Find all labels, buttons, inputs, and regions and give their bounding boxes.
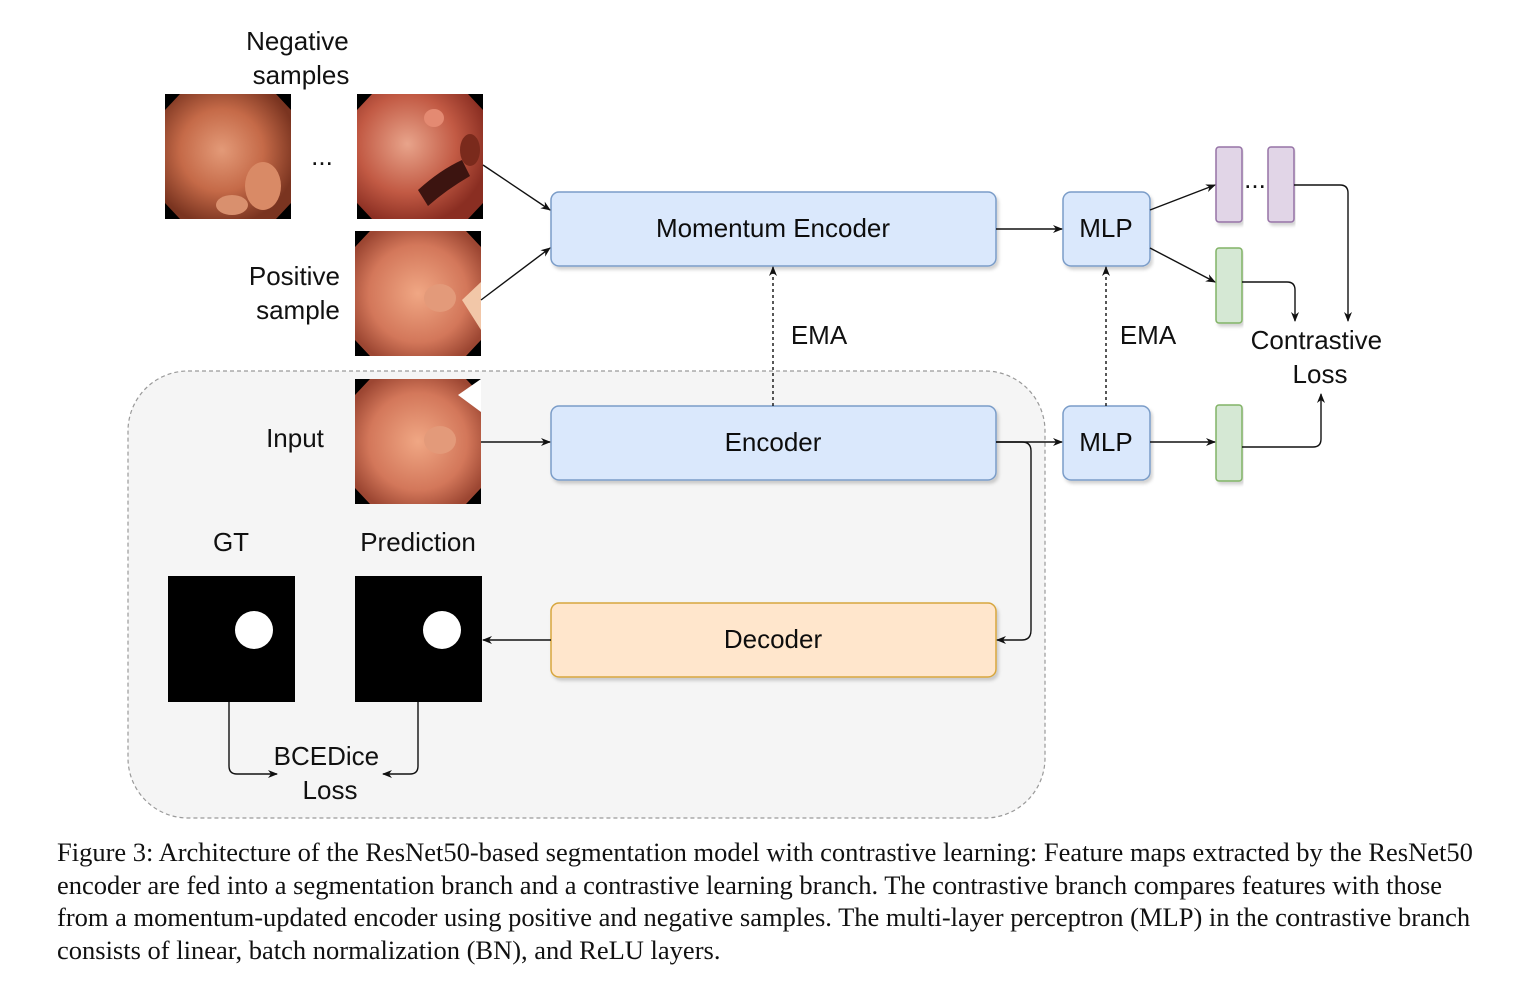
prediction-label: Prediction [360,527,476,557]
arrow-prediction-to-loss [382,702,419,778]
svg-text:MLP: MLP [1079,427,1132,457]
arrow-negatives-to-loss [1294,184,1352,322]
svg-text:MLP: MLP [1079,213,1132,243]
mlp-bottom-block: MLP [1062,405,1151,481]
bcedice-loss-label: BCEDice Loss [274,741,387,805]
ema-label-left: EMA [791,320,848,350]
positive-sample-label: Positive sample [249,261,347,325]
contrastive-loss-label: Contrastive Loss [1251,325,1390,389]
negative-ellipsis: ... [311,141,333,171]
svg-text:Momentum Encoder: Momentum Encoder [656,213,890,243]
vector-ellipsis: ... [1244,164,1266,194]
arrow-mlp-to-negatives [1149,184,1216,211]
svg-text:Decoder: Decoder [724,624,823,654]
arrow-positive-to-momentum [480,247,551,301]
arrow-positive-to-loss [1242,281,1299,322]
gt-mask [168,576,295,702]
query-feature-vector [1215,404,1243,482]
svg-text:Encoder: Encoder [725,427,822,457]
arrow-query-to-loss [1242,393,1325,448]
input-label: Input [266,423,325,453]
arrow-gt-to-loss [228,702,278,778]
arrow-negative-to-momentum [482,164,551,211]
prediction-mask [355,576,482,702]
negative-samples-label: Negative samples [246,26,356,90]
arrow-encoder-to-decoder [996,441,1032,644]
figure-caption: Figure 3: Architecture of the ResNet50-b… [57,837,1473,965]
arrow-mlp-to-positive [1149,247,1216,283]
arrows [228,164,1352,778]
positive-sample-image [355,231,481,356]
negative-sample-image-2 [357,94,483,219]
mlp-top-block: MLP [1062,191,1151,267]
momentum-encoder-block: Momentum Encoder [550,191,997,267]
input-image [355,379,481,504]
negative-feature-vector-1 [1215,146,1243,223]
ema-label-right: EMA [1120,320,1177,350]
encoder-block: Encoder [550,405,997,481]
gt-label: GT [213,527,249,557]
positive-feature-vector [1215,247,1243,324]
negative-feature-vector-2 [1267,146,1295,223]
negative-sample-image-1 [165,94,291,219]
decoder-block: Decoder [550,602,997,678]
